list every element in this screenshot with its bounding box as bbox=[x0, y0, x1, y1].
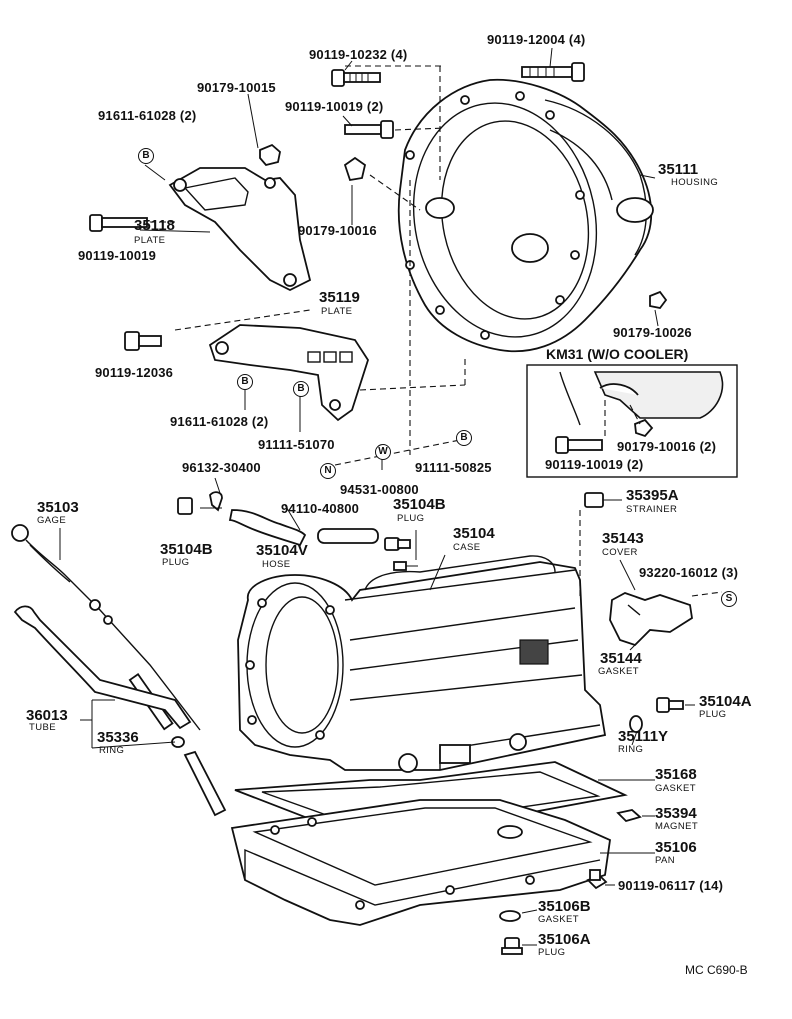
nut-90179-10016 bbox=[343, 156, 367, 182]
callout-35104v: 35104V bbox=[256, 542, 308, 559]
ring-35111y bbox=[629, 715, 643, 733]
callout-35336: 35336 bbox=[97, 729, 139, 746]
callout-35144-name: GASKET bbox=[598, 666, 639, 677]
callout-35104-name: CASE bbox=[453, 542, 481, 553]
symbol-b-plate-2: B bbox=[293, 381, 309, 397]
callout-35143-name: COVER bbox=[602, 547, 638, 558]
symbol-n: N bbox=[320, 463, 336, 479]
symbol-b-plate: B bbox=[237, 374, 253, 390]
gasket-35106b bbox=[499, 910, 521, 922]
plate-35118 bbox=[168, 167, 312, 292]
nut-90179-10026 bbox=[649, 290, 668, 309]
callout-35119: 35119 bbox=[319, 289, 360, 306]
bell-housing-35111 bbox=[397, 78, 654, 353]
callout-35111-name: HOUSING bbox=[671, 177, 719, 188]
callout-35168-name: GASKET bbox=[655, 783, 696, 794]
callout-90119-06117: 90119-06117 (14) bbox=[618, 878, 724, 893]
callout-91611-61028-top: 91611-61028 (2) bbox=[98, 108, 197, 123]
callout-35104b-right-name: PLUG bbox=[397, 513, 425, 524]
callout-90179-10026: 90179-10026 bbox=[613, 325, 692, 340]
inset-km31 bbox=[526, 364, 738, 478]
callout-90119-10019-2: 90119-10019 (2) bbox=[285, 99, 384, 114]
leader-lines-lower bbox=[59, 528, 695, 946]
callout-35395a-name: STRAINER bbox=[626, 504, 678, 515]
inset-title: KM31 (W/O COOLER) bbox=[546, 346, 689, 362]
callout-35106b: 35106B bbox=[538, 898, 591, 915]
callout-35104v-name: HOSE bbox=[262, 559, 291, 570]
callout-35103-name: GAGE bbox=[37, 515, 67, 526]
bolt-90119-12036 bbox=[124, 331, 162, 351]
symbol-w: W bbox=[375, 444, 391, 460]
bolt-90119-10019-top bbox=[344, 120, 394, 139]
callout-96132-30400: 96132-30400 bbox=[182, 460, 261, 475]
bolt-90119-10232 bbox=[331, 69, 381, 87]
callout-35104: 35104 bbox=[453, 525, 495, 542]
symbol-s: S bbox=[721, 591, 737, 607]
callout-35106a: 35106A bbox=[538, 931, 591, 948]
callout-35118-name: PLATE bbox=[134, 235, 166, 246]
bolt-90119-12004 bbox=[521, 62, 585, 82]
callout-90119-10232: 90119-10232 (4) bbox=[309, 47, 408, 62]
callout-93220-16012: 93220-16012 (3) bbox=[639, 565, 739, 580]
callout-35106-name: PAN bbox=[655, 855, 676, 866]
callout-35104b-left: 35104B bbox=[160, 541, 213, 558]
callout-35103: 35103 bbox=[37, 499, 79, 516]
callout-35168: 35168 bbox=[655, 766, 697, 783]
cover-35143 bbox=[579, 510, 723, 647]
callout-35118: 35118 bbox=[134, 217, 175, 234]
hose-assembly bbox=[177, 455, 418, 571]
plug-35106a bbox=[501, 937, 523, 955]
callout-35119-name: PLATE bbox=[321, 306, 353, 317]
callout-36013: 36013 bbox=[26, 707, 68, 724]
magnet-35394 bbox=[616, 809, 642, 823]
leader-lines-upper bbox=[139, 47, 659, 466]
callout-35111y-name: RING bbox=[618, 744, 644, 755]
oil-pan-35106 bbox=[230, 799, 611, 926]
callout-91111-51070: 91111-51070 bbox=[258, 437, 335, 452]
plate-35119 bbox=[208, 324, 369, 422]
callout-35104b-left-name: PLUG bbox=[162, 557, 190, 568]
callout-90119-12004: 90119-12004 (4) bbox=[487, 32, 586, 47]
callout-90179-10016: 90179-10016 bbox=[298, 223, 377, 238]
bolt-90119-10019-left bbox=[89, 214, 148, 232]
callout-90119-12036: 90119-12036 bbox=[95, 365, 174, 380]
transmission-case-35104 bbox=[237, 555, 607, 773]
gasket-35144 bbox=[629, 639, 641, 651]
callout-35104a: 35104A bbox=[699, 693, 752, 710]
callout-90179-10015: 90179-10015 bbox=[197, 80, 276, 95]
callout-94531-00800: 94531-00800 bbox=[340, 482, 419, 497]
callout-35394: 35394 bbox=[655, 805, 697, 822]
inset-callout-90179-10016: 90179-10016 (2) bbox=[617, 439, 717, 454]
callout-91611-61028-low: 91611-61028 (2) bbox=[170, 414, 269, 429]
callout-35104a-name: PLUG bbox=[699, 709, 727, 720]
callout-90119-10019: 90119-10019 bbox=[78, 248, 157, 263]
nut-90179-10015 bbox=[259, 143, 281, 167]
callout-35111y: 35111Y bbox=[618, 728, 669, 745]
callout-35104b-right: 35104B bbox=[393, 496, 446, 513]
callout-94110-40800: 94110-40800 bbox=[281, 501, 360, 516]
symbol-b-top: B bbox=[138, 148, 154, 164]
strainer-35395a bbox=[584, 492, 622, 508]
callout-35106a-name: PLUG bbox=[538, 947, 566, 958]
callout-35143: 35143 bbox=[602, 530, 644, 547]
inset-callout-90119-10019: 90119-10019 (2) bbox=[545, 457, 644, 472]
callout-35106b-name: GASKET bbox=[538, 914, 579, 925]
bolt-90119-06117 bbox=[586, 869, 608, 890]
callout-35336-name: RING bbox=[99, 745, 125, 756]
plug-35104a bbox=[656, 697, 684, 713]
diagram-code: MC C690-B bbox=[685, 963, 748, 977]
callout-91111-50825: 91111-50825 bbox=[415, 460, 492, 475]
callout-35395a: 35395A bbox=[626, 487, 679, 504]
callout-35144: 35144 bbox=[600, 650, 642, 667]
callout-36013-name: TUBE bbox=[29, 722, 56, 733]
symbol-b-mid: B bbox=[456, 430, 472, 446]
callout-35111: 35111 bbox=[658, 161, 699, 178]
callout-35106: 35106 bbox=[655, 839, 697, 856]
callout-35394-name: MAGNET bbox=[655, 821, 699, 832]
